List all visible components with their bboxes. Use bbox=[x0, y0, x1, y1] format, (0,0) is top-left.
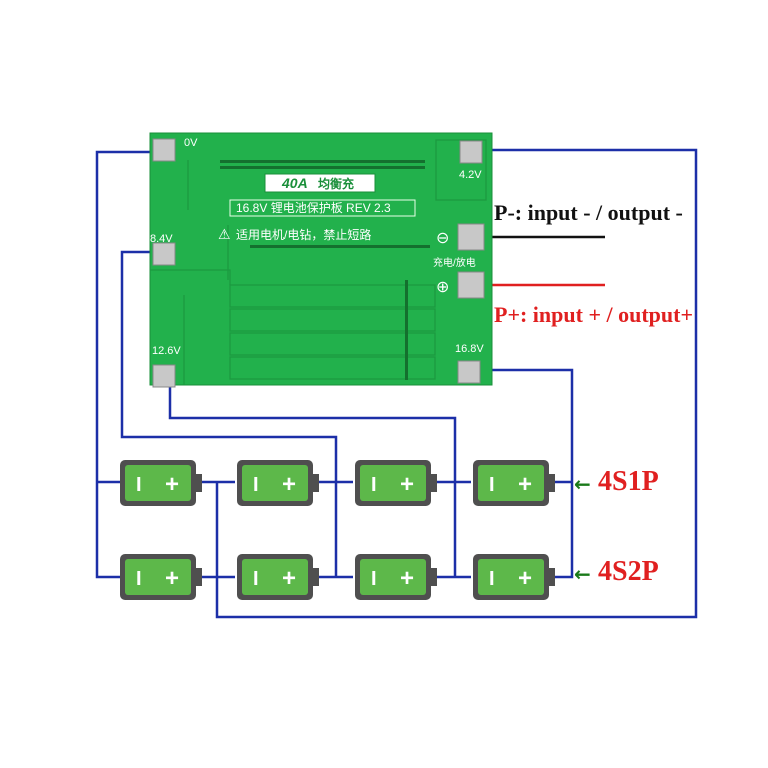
plus-symbol: ⊕ bbox=[436, 279, 449, 296]
minus-symbol: ⊖ bbox=[436, 230, 449, 247]
warning-icon: ⚠ bbox=[218, 226, 231, 242]
cell-plus-mark: + bbox=[518, 565, 532, 592]
cell-plus-mark: + bbox=[282, 471, 296, 498]
arrow-left-icon: ← bbox=[574, 472, 591, 496]
wire-42v bbox=[215, 148, 698, 619]
wiring bbox=[95, 148, 698, 619]
battery-cell: I+ bbox=[120, 460, 202, 506]
pad-label-84v: 8.4V bbox=[150, 233, 173, 245]
config-4s1p-label: 4S1P bbox=[598, 466, 659, 497]
cell-plus-mark: + bbox=[400, 471, 414, 498]
model-line: 16.8V 锂电池保护板 REV 2.3 bbox=[236, 200, 391, 215]
cell-plus-mark: + bbox=[165, 471, 179, 498]
p-minus-label: P-: input - / output - bbox=[494, 200, 683, 225]
config-4s2p-label: 4S2P bbox=[598, 556, 659, 587]
pad-label-126v: 12.6V bbox=[152, 345, 181, 357]
pcb-pads bbox=[152, 138, 485, 388]
cell-minus-mark: I bbox=[489, 568, 495, 590]
cell-minus-mark: I bbox=[136, 568, 142, 590]
pad-126v bbox=[152, 364, 176, 388]
battery-cell: I+ bbox=[355, 460, 437, 506]
wire-84v bbox=[120, 250, 338, 577]
pad-label-0v: 0V bbox=[184, 137, 198, 149]
cell-plus-mark: + bbox=[400, 565, 414, 592]
pad-84v bbox=[152, 242, 176, 266]
pcb-traces bbox=[150, 139, 487, 385]
wire-126v bbox=[168, 375, 457, 577]
badge-40a: 40A bbox=[281, 175, 308, 191]
pad-42v bbox=[459, 140, 483, 164]
battery-cell: I+ bbox=[355, 554, 437, 600]
cell-plus-mark: + bbox=[518, 471, 532, 498]
pcb-vias bbox=[220, 160, 430, 380]
warning-line: 适用电机/电钻，禁止短路 bbox=[236, 227, 371, 242]
arrow-left-icon: ← bbox=[574, 562, 591, 586]
pcb-board: 40A 均衡充 16.8V 锂电池保护板 REV 2.3 ⚠ 适用电机/电钻，禁… bbox=[149, 132, 493, 388]
cell-minus-mark: I bbox=[253, 474, 259, 496]
p-plus-label: P+: input + / output+ bbox=[494, 302, 693, 327]
battery-cell: I+ bbox=[237, 460, 319, 506]
battery-cell: I+ bbox=[473, 460, 555, 506]
battery-cells: I+I+I+I+I+I+I+I+ bbox=[120, 460, 555, 600]
pad-168v bbox=[457, 360, 481, 384]
pad-label-168v: 16.8V bbox=[455, 343, 484, 355]
cell-minus-mark: I bbox=[371, 474, 377, 496]
battery-cell: I+ bbox=[120, 554, 202, 600]
badge-cn: 均衡充 bbox=[318, 176, 354, 191]
cell-minus-mark: I bbox=[136, 474, 142, 496]
wire-168v bbox=[474, 368, 574, 579]
cell-minus-mark: I bbox=[253, 568, 259, 590]
battery-cell: I+ bbox=[473, 554, 555, 600]
pad-pplus bbox=[457, 271, 485, 299]
battery-cell: I+ bbox=[237, 554, 319, 600]
pad-0v bbox=[152, 138, 176, 162]
charge-discharge-label: 充电/放电 bbox=[433, 256, 476, 269]
pad-label-42v: 4.2V bbox=[459, 169, 482, 181]
cell-plus-mark: + bbox=[282, 565, 296, 592]
wire-0v bbox=[95, 150, 163, 579]
cell-plus-mark: + bbox=[165, 565, 179, 592]
pad-pminus bbox=[457, 223, 485, 251]
cell-minus-mark: I bbox=[489, 474, 495, 496]
cell-minus-mark: I bbox=[371, 568, 377, 590]
